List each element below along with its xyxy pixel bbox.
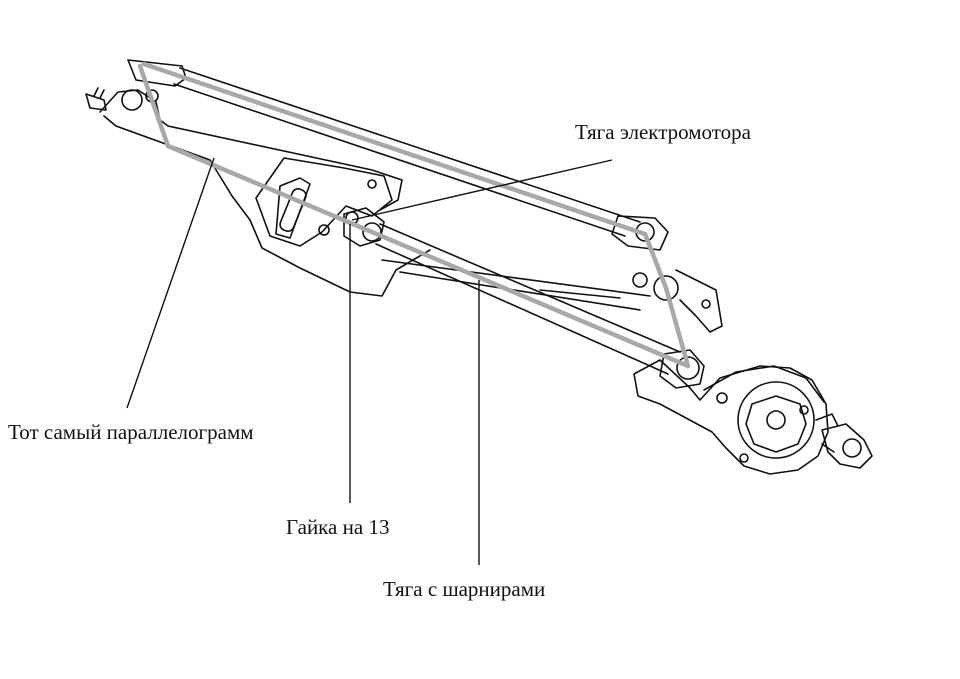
upper-rod (127, 59, 669, 251)
leader-motor-rod (351, 159, 613, 221)
leader-parallelogram (126, 157, 215, 409)
label-hinged-rod: Тяга с шарнирами (383, 577, 546, 601)
frame-bracket (85, 87, 723, 333)
label-nut: Гайка на 13 (286, 515, 390, 539)
label-motor-rod: Тяга электромотора (575, 120, 751, 144)
label-parallelogram: Тот самый параллелограмм (8, 420, 254, 444)
parallelogram-highlight (137, 61, 691, 369)
motor-housing (633, 359, 873, 475)
callout-leaders (126, 157, 613, 565)
